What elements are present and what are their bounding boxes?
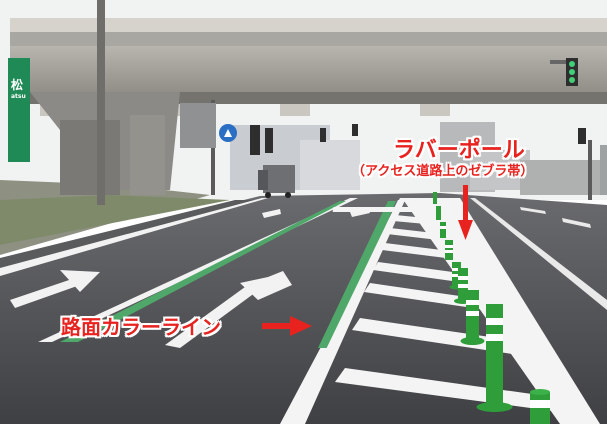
sign-board-back: [180, 103, 216, 148]
right-dash-2: [562, 218, 591, 228]
guide-sign-text: 松: [11, 78, 24, 92]
utility-pole: [97, 0, 105, 205]
rubber-pole: [445, 240, 453, 260]
pointer-arrow-right: [262, 316, 312, 336]
rubber-pole: [476, 304, 513, 412]
right-lane-line: [470, 198, 607, 310]
green-guide-sign: [8, 58, 30, 162]
rubber-pole: [433, 192, 437, 204]
rubber-pole: [460, 290, 485, 345]
rubber-pole: [440, 222, 446, 238]
truck: [258, 165, 295, 198]
background-buildings: [230, 122, 607, 195]
rubber-poles: [433, 192, 550, 424]
lane-line-left-edge: [0, 198, 268, 276]
green-color-line-left: [60, 201, 346, 342]
rubber-pole: [436, 206, 441, 220]
pointer-arrow-down: [458, 185, 473, 240]
green-color-line-right: [318, 201, 396, 348]
rubber-pole: [530, 389, 550, 424]
blue-direction-sign-icon: [219, 124, 237, 142]
traffic-signal-far: [320, 124, 586, 144]
bridge-pier: [30, 92, 180, 195]
right-dashes: [520, 207, 546, 214]
traffic-signal-left: [250, 125, 273, 155]
color-line-label: 路面カラーライン: [61, 315, 221, 339]
pole-right: [588, 140, 592, 200]
left-grass: [0, 195, 230, 245]
road-arrow-center: [165, 271, 292, 348]
rubber-pole-note: （アクセス道路上のゼブラ帯）: [352, 164, 534, 179]
guide-sign-subtext: atsu: [11, 93, 26, 100]
overpass-bridge: [10, 18, 607, 116]
rubber-pole-label: ラバーポール: [393, 138, 525, 163]
road-arrow-left: [10, 270, 100, 308]
traffic-signal-right: [550, 58, 578, 86]
